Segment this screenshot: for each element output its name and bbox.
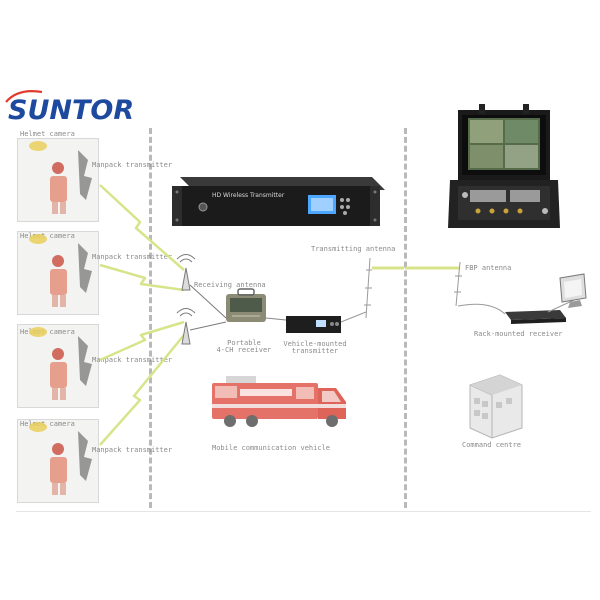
transmitting-antenna-label: Transmitting antenna <box>311 245 396 253</box>
command-centre-label: Command centre <box>462 441 522 449</box>
fire-truck-illustration <box>212 376 346 427</box>
helmet-camera-label: Helmet camera <box>20 420 75 428</box>
fbp-antenna-icon <box>454 261 506 315</box>
divider-left <box>149 128 152 508</box>
firefighter-figure-2 <box>29 234 92 307</box>
helmet-camera-label: Helmet camera <box>20 232 75 240</box>
wireless-links <box>99 184 185 446</box>
receiving-antenna-icon <box>176 254 227 345</box>
logo-swoosh-icon <box>5 90 43 103</box>
firefighter-figure-4 <box>29 422 92 495</box>
portable-receiver-label-line1: Portable <box>227 339 261 347</box>
portable-receiver-device <box>226 288 266 322</box>
rack-device-panel-text: HD Wireless Transmitter <box>212 192 285 199</box>
manpack-transmitter-label: Manpack transmitter <box>92 356 173 364</box>
manpack-transmitter-label: Manpack transmitter <box>92 446 173 454</box>
portable-receiver-label-line2: 4-CH receiver <box>216 346 272 354</box>
baseline-rule <box>16 511 591 512</box>
manpack-transmitter-label: Manpack transmitter <box>92 253 173 261</box>
rack-receiver-label: Rack-mounted receiver <box>474 330 563 338</box>
helmet-camera-label: Helmet camera <box>20 130 75 138</box>
vehicle-transmitter-label: Vehicle-mounted transmitter <box>282 341 348 355</box>
divider-right <box>404 128 407 508</box>
command-centre-building <box>469 374 523 439</box>
helmet-camera-label: Helmet camera <box>20 328 75 336</box>
vehicle-transmitter-device <box>286 316 341 333</box>
manpack-transmitter-label: Manpack transmitter <box>92 161 173 169</box>
fbp-antenna-label: FBP antenna <box>465 264 512 272</box>
rack-receiver-device <box>505 299 575 324</box>
vehicle-transmitter-label-line2: transmitter <box>291 347 339 355</box>
mobile-vehicle-label: Mobile communication vehicle <box>212 444 331 452</box>
monitor-icon <box>559 273 587 308</box>
vehicle-transmitter-label-line1: Vehicle-mounted <box>283 340 347 348</box>
firefighter-figure-1 <box>29 141 92 214</box>
portable-receiver-label: Portable 4-CH receiver <box>212 340 276 354</box>
rugged-case-monitor <box>448 104 560 228</box>
receiving-antenna-label: Receiving antenna <box>194 281 266 289</box>
hd-wireless-transmitter-device <box>172 177 385 226</box>
brand-logo: SUNTOR <box>8 95 135 126</box>
firefighter-figure-3 <box>29 327 92 400</box>
transmitting-antenna-icon <box>364 257 372 319</box>
